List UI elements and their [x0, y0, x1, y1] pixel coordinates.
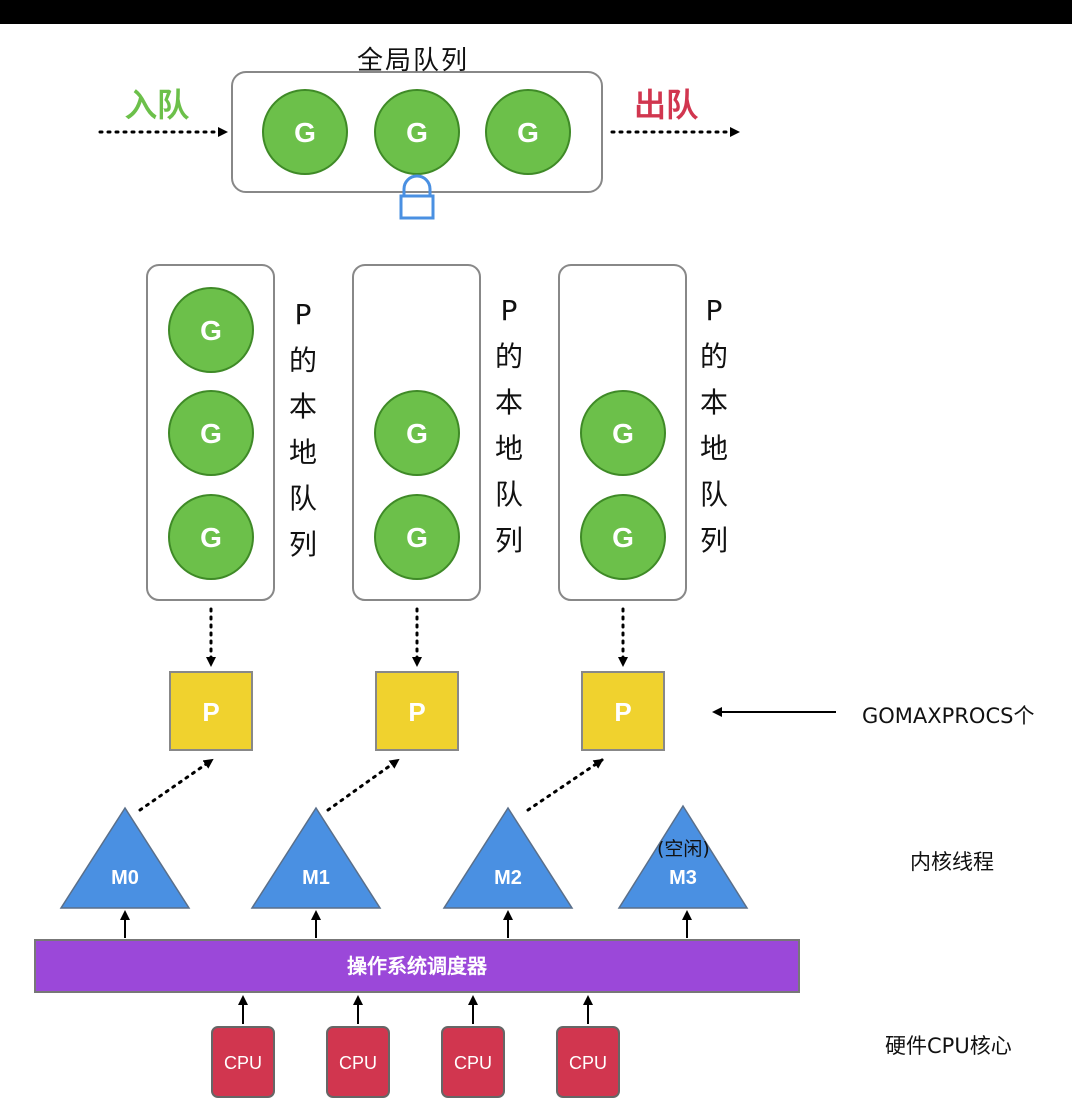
svg-text:CPU: CPU — [454, 1053, 492, 1073]
svg-text:G: G — [517, 117, 539, 148]
kernel-thread-label: 内核线程 — [910, 850, 994, 874]
global-goroutine-0: G — [262, 89, 348, 175]
svg-text:CPU: CPU — [339, 1053, 377, 1073]
svg-text:G: G — [294, 117, 316, 148]
os-scheduler-label: 操作系统调度器 — [347, 954, 487, 978]
lock-icon — [399, 174, 435, 220]
thread-m0: M0 — [59, 806, 191, 909]
svg-text:M1: M1 — [302, 867, 330, 889]
processor-1: P — [375, 671, 459, 751]
svg-text:G: G — [406, 418, 428, 449]
processor-0: P — [169, 671, 253, 751]
local-goroutine-1-1: G — [374, 494, 460, 580]
m-to-p-arrow-0 — [138, 758, 214, 812]
svg-text:G: G — [406, 522, 428, 553]
svg-text:P: P — [614, 697, 631, 727]
svg-text:G: G — [200, 418, 222, 449]
global-queue-title: 全局队列 — [357, 46, 470, 76]
cpu-1: CPU — [326, 1026, 390, 1098]
svg-text:CPU: CPU — [224, 1053, 262, 1073]
svg-text:G: G — [612, 418, 634, 449]
enqueue-label: 入队 — [125, 86, 190, 124]
local-goroutine-0-2: G — [168, 494, 254, 580]
thread-m2: M2 — [442, 806, 574, 909]
gomaxprocs-label: GOMAXPROCS个 — [862, 704, 1035, 728]
global-goroutine-1: G — [374, 89, 460, 175]
svg-text:P: P — [202, 697, 219, 727]
m-to-p-arrow-2 — [526, 758, 604, 812]
processor-2: P — [581, 671, 665, 751]
local-goroutine-1-0: G — [374, 390, 460, 476]
thread-m1: M1 — [250, 806, 382, 909]
svg-text:M2: M2 — [494, 867, 522, 889]
svg-text:G: G — [612, 522, 634, 553]
cpu-2: CPU — [441, 1026, 505, 1098]
local-queue-label-0: P 的 本 地 队 列 — [288, 298, 317, 561]
local-queue-label-1: P 的 本 地 队 列 — [494, 294, 523, 557]
svg-text:G: G — [200, 315, 222, 346]
cpu-0: CPU — [211, 1026, 275, 1098]
global-goroutine-2: G — [485, 89, 571, 175]
dequeue-label: 出队 — [634, 86, 699, 124]
os-scheduler-bar — [34, 939, 800, 993]
svg-text:G: G — [200, 522, 222, 553]
local-goroutine-0-1: G — [168, 390, 254, 476]
svg-text:M0: M0 — [111, 867, 139, 889]
local-goroutine-2-1: G — [580, 494, 666, 580]
svg-text:M3: M3 — [669, 867, 697, 889]
svg-text:G: G — [406, 117, 428, 148]
svg-text:CPU: CPU — [569, 1053, 607, 1073]
cpu-core-label: 硬件CPU核心 — [885, 1034, 1012, 1058]
local-goroutine-2-0: G — [580, 390, 666, 476]
m-to-p-arrow-1 — [326, 758, 400, 812]
thread-m3: M3 — [617, 804, 749, 909]
cpu-3: CPU — [556, 1026, 620, 1098]
top-black-bar — [0, 0, 1072, 24]
local-queue-label-2: P 的 本 地 队 列 — [699, 294, 728, 557]
idle-note: (空闲) — [657, 838, 710, 860]
local-goroutine-0-0: G — [168, 287, 254, 373]
svg-text:P: P — [408, 697, 425, 727]
